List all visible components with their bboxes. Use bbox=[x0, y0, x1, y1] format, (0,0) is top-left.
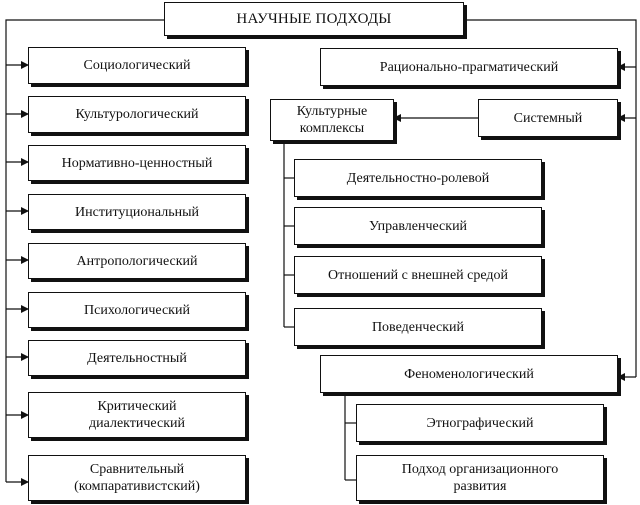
approach-sociological: Социологический bbox=[28, 47, 246, 84]
complex-external-relations: Отношений с внешней средой bbox=[294, 256, 542, 294]
left-trunk-line bbox=[5, 19, 164, 482]
approach-rational-pragmatic: Рационально-прагматический bbox=[320, 48, 618, 86]
phenom-organizational-development: Подход организационного развития bbox=[356, 455, 604, 501]
cultural-complexes-box: Культурные комплексы bbox=[270, 99, 394, 141]
approach-normative-value: Нормативно-ценностный bbox=[28, 145, 246, 181]
approach-psychological: Психологический bbox=[28, 292, 246, 328]
approach-culturological: Культурологический bbox=[28, 96, 246, 133]
complex-behavioral: Поведенческий bbox=[294, 308, 542, 346]
complex-activity-role: Деятельностно-ролевой bbox=[294, 159, 542, 197]
approach-comparative: Сравнительный (компаративистский) bbox=[28, 455, 246, 501]
approach-institutional: Институциональный bbox=[28, 194, 246, 230]
complex-managerial: Управленческий bbox=[294, 207, 542, 245]
title-box: НАУЧНЫЕ ПОДХОДЫ bbox=[164, 2, 464, 36]
right-trunk-line bbox=[464, 19, 637, 377]
approach-critical-dialectical: Критический диалектический bbox=[28, 392, 246, 438]
approach-anthropological: Антропологический bbox=[28, 243, 246, 279]
approach-activity: Деятельностный bbox=[28, 340, 246, 376]
phenom-ethnographic: Этнографический bbox=[356, 404, 604, 442]
approach-systemic: Системный bbox=[478, 99, 618, 137]
approach-phenomenological: Феноменологический bbox=[320, 355, 618, 393]
